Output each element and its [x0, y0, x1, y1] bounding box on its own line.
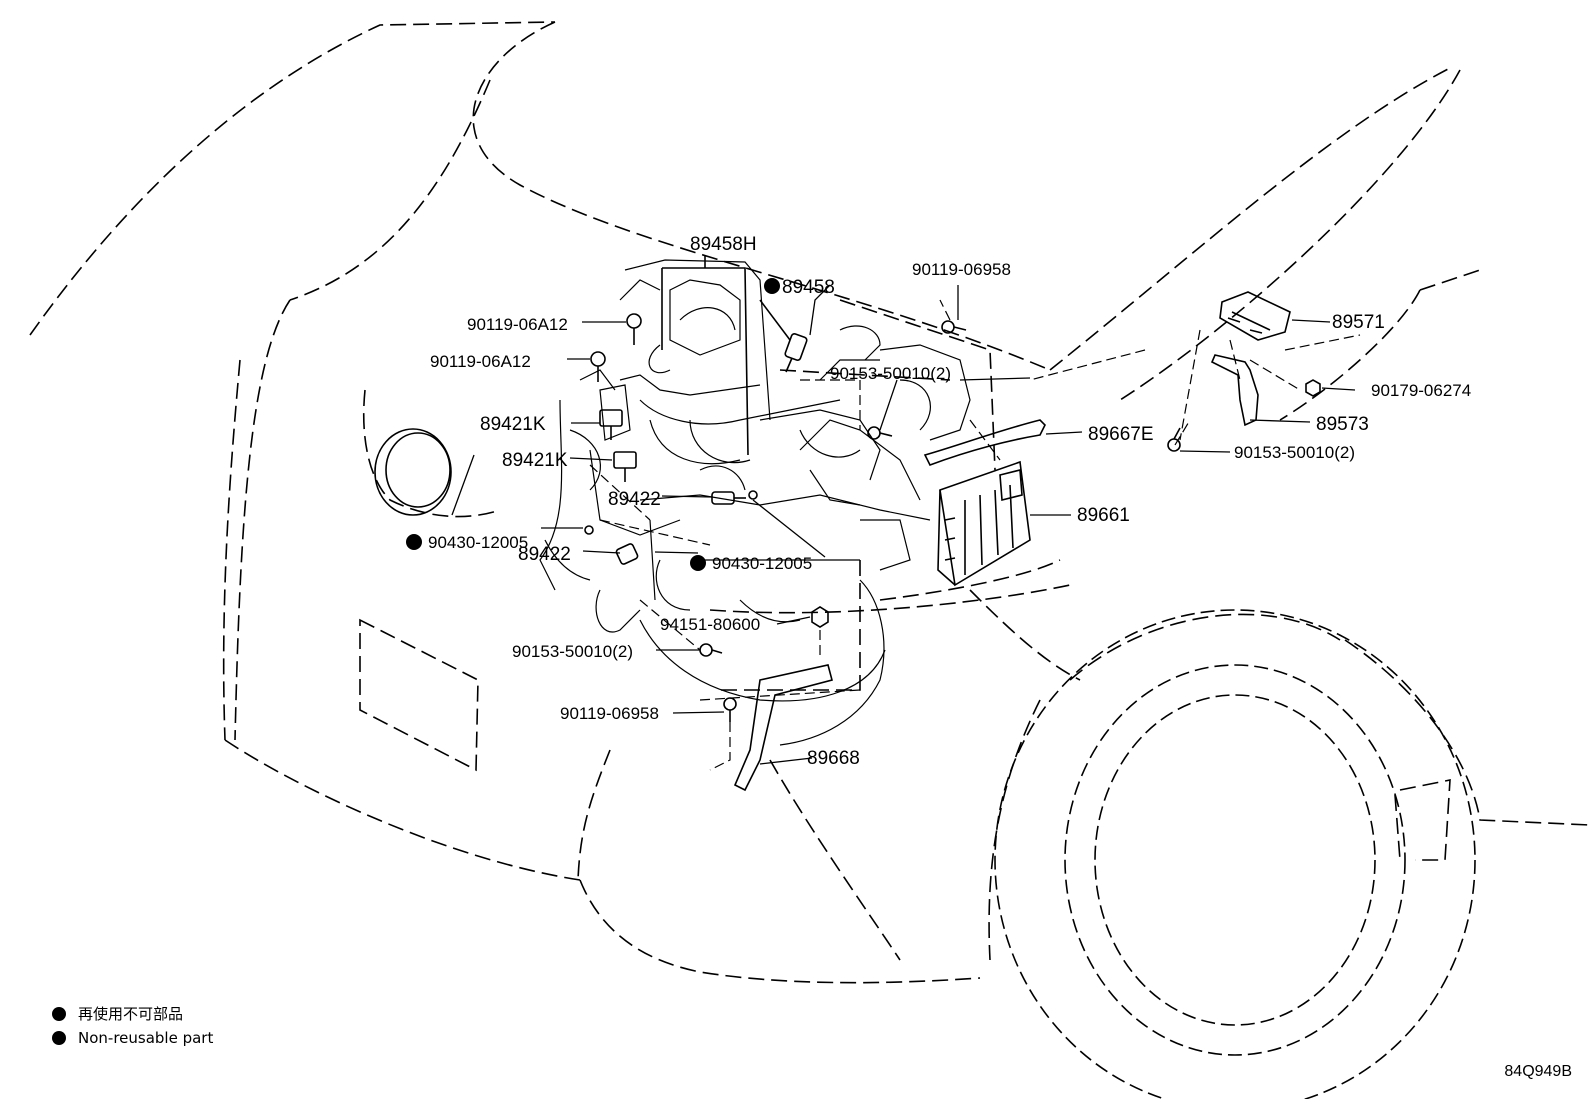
- label-89458H: 89458H: [690, 234, 757, 255]
- legend-jp: 再使用不可部品: [52, 1003, 183, 1024]
- part-89661-ecu: [937, 460, 1031, 587]
- label-89421K-a: 89421K: [480, 414, 546, 435]
- part-90119-06958-bolt-bot: [723, 697, 737, 722]
- legend-dot: [52, 1006, 66, 1021]
- vehicle-body-outline: [29, 21, 1591, 984]
- label-90153-50010-top: 90153-50010(2): [830, 364, 951, 383]
- label-90119-06A12-a: 90119-06A12: [467, 315, 568, 334]
- part-90119-06A12-bolt-a: [626, 313, 642, 345]
- part-89668-bracket: [733, 664, 833, 792]
- part-89422-b: [615, 543, 639, 565]
- label-90430-12005-a: 90430-12005: [428, 533, 528, 552]
- drawing-id: 84Q949B: [1504, 1063, 1572, 1080]
- part-90430-12005-gasket-a: [584, 525, 594, 535]
- part-89667E-bracket: [923, 419, 1046, 467]
- leader-lines: [451, 284, 1356, 765]
- label-89668: 89668: [807, 748, 860, 769]
- part-90153-50010-bolt-mid: [699, 643, 723, 657]
- label-90119-06A12-b: 90119-06A12: [430, 352, 531, 371]
- part-94151-80600-nut: [811, 606, 829, 628]
- label-94151-80600: 94151-80600: [660, 615, 760, 634]
- part-90119-06A12-bolt-b: [590, 351, 606, 382]
- legend-en: Non-reusable part: [52, 1029, 213, 1047]
- legend-en-text: Non-reusable part: [78, 1029, 214, 1047]
- label-90153-50010-mid: 90153-50010(2): [512, 642, 633, 661]
- part-89421K-a: [599, 409, 623, 440]
- label-89571: 89571: [1332, 312, 1385, 333]
- part-89458-sensor: [759, 299, 808, 373]
- label-89421K-b: 89421K: [502, 450, 568, 471]
- label-90179-06274: 90179-06274: [1371, 381, 1471, 400]
- fog-lamp: [374, 428, 452, 516]
- non-reusable-dot-90430-b: [690, 555, 706, 571]
- part-90153-50010-bolt-top: [867, 426, 893, 440]
- part-90179-06274-nut: [1305, 379, 1321, 397]
- assembly-link-lines: [589, 299, 1361, 771]
- part-90119-06958-bolt-top: [941, 320, 967, 334]
- part-89421K-b: [613, 451, 637, 482]
- label-90119-06958-bot: 90119-06958: [560, 704, 659, 723]
- label-89573: 89573: [1316, 414, 1369, 435]
- label-89422-b: 89422: [518, 544, 571, 565]
- part-90153-50010-bolt-right: [1167, 427, 1181, 452]
- label-89458: 89458: [782, 277, 835, 298]
- front-tire: [994, 609, 1476, 1104]
- part-89573-bracket: [1210, 354, 1259, 427]
- label-89667E: 89667E: [1088, 424, 1154, 445]
- label-90119-06958-top: 90119-06958: [912, 260, 1011, 279]
- non-reusable-dot-90430-a: [406, 534, 422, 550]
- non-reusable-dot-89458: [764, 278, 780, 294]
- part-90430-12005-gasket-b: [748, 490, 758, 500]
- label-89661: 89661: [1077, 505, 1130, 526]
- label-90430-12005-b: 90430-12005: [712, 554, 812, 573]
- engine-assembly: [539, 259, 971, 746]
- part-labels: 89458H 89458 90119-06958 90119-06A12 901…: [428, 234, 1471, 769]
- label-89422-a: 89422: [608, 489, 661, 510]
- part-89571-module: [1219, 291, 1291, 341]
- part-89458H-box: [661, 255, 749, 456]
- label-90153-50010-right: 90153-50010(2): [1234, 443, 1355, 462]
- part-89422-a: [711, 491, 746, 505]
- legend-jp-text: 再使用不可部品: [78, 1005, 184, 1023]
- legend-dot: [52, 1031, 66, 1045]
